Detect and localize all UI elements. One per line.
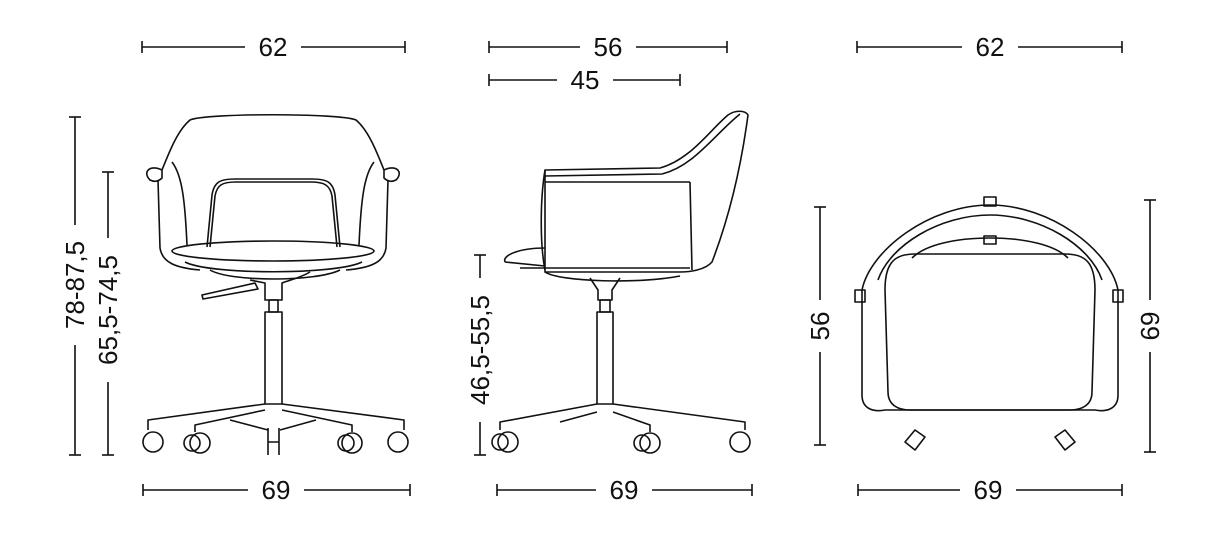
chair-front-view <box>142 113 409 455</box>
caster-wheel <box>189 432 211 454</box>
dim-label: 69 <box>262 475 291 505</box>
dim-label: 69 <box>610 475 639 505</box>
dim-label: 69 <box>1135 312 1165 341</box>
dim-label: 56 <box>805 312 835 341</box>
dim-side-height-seat: 46,5-55,5 <box>465 254 495 456</box>
dim-label: 69 <box>974 475 1003 505</box>
dim-front-width-base: 69 <box>142 475 411 505</box>
dim-top-depth-left: 56 <box>805 206 835 446</box>
caster-wheel <box>497 431 519 453</box>
dim-front-width-top: 62 <box>141 32 406 62</box>
dim-label: 45 <box>571 65 600 95</box>
dim-label: 56 <box>594 32 623 62</box>
dim-label: 78-87,5 <box>60 241 90 329</box>
dim-label: 46,5-55,5 <box>465 295 495 405</box>
caster-wheel <box>729 431 751 453</box>
dim-label: 62 <box>976 32 1005 62</box>
chair-top-view <box>854 196 1124 451</box>
caster-wheel <box>387 431 409 453</box>
caster-wheel <box>639 432 661 454</box>
dim-top-depth-right: 69 <box>1135 199 1165 453</box>
dim-side-depth-base: 69 <box>496 475 753 505</box>
dim-top-width-base: 69 <box>857 475 1123 505</box>
chair-side-view <box>491 110 751 454</box>
dim-front-height-total: 78-87,5 <box>60 116 90 456</box>
dim-label: 65,5-74,5 <box>93 255 123 365</box>
dim-label: 62 <box>259 32 288 62</box>
caster-wheel <box>142 431 164 453</box>
dim-side-depth-total: 56 <box>488 32 728 62</box>
dim-front-height-arm: 65,5-74,5 <box>93 171 123 456</box>
caster-wheel <box>341 432 363 454</box>
dim-top-width-top: 62 <box>856 32 1123 62</box>
dim-side-depth-seat: 45 <box>488 65 681 95</box>
